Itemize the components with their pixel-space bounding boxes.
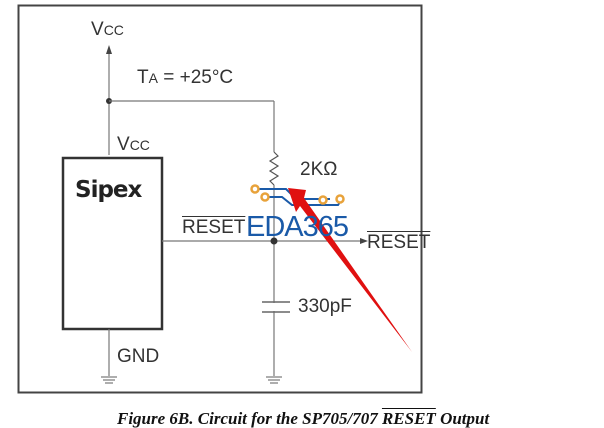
vcc-top-label: VCC [91, 19, 124, 40]
ic-chip-body [61, 156, 164, 331]
reset-junction-dot [270, 237, 278, 245]
figure-caption: Figure 6B. Circuit for the SP705/707 RES… [117, 409, 490, 428]
vcc-chip-label: VCC [117, 134, 150, 155]
reset-pin-label: RESET [182, 217, 246, 238]
ground-icon [101, 376, 117, 384]
gnd-label: GND [117, 346, 160, 367]
resistor-value-label: 2KΩ [300, 159, 338, 180]
red-arrow-annotation-icon [288, 188, 412, 352]
capacitor-value-label: 330pF [298, 296, 352, 317]
watermark-text: EDA365 [246, 211, 349, 243]
reset-output-label: RESET [367, 232, 431, 253]
ground-icon [266, 376, 282, 384]
capacitor-gap [270, 303, 278, 311]
vcc-arrow-icon [106, 45, 112, 54]
temperature-label: TA = +25°C [137, 67, 234, 88]
figure-frame [17, 4, 423, 394]
reset-output-arrow-icon [360, 238, 368, 244]
sipex-logo: Sipex [75, 177, 142, 203]
resistor-symbol [268, 151, 280, 186]
